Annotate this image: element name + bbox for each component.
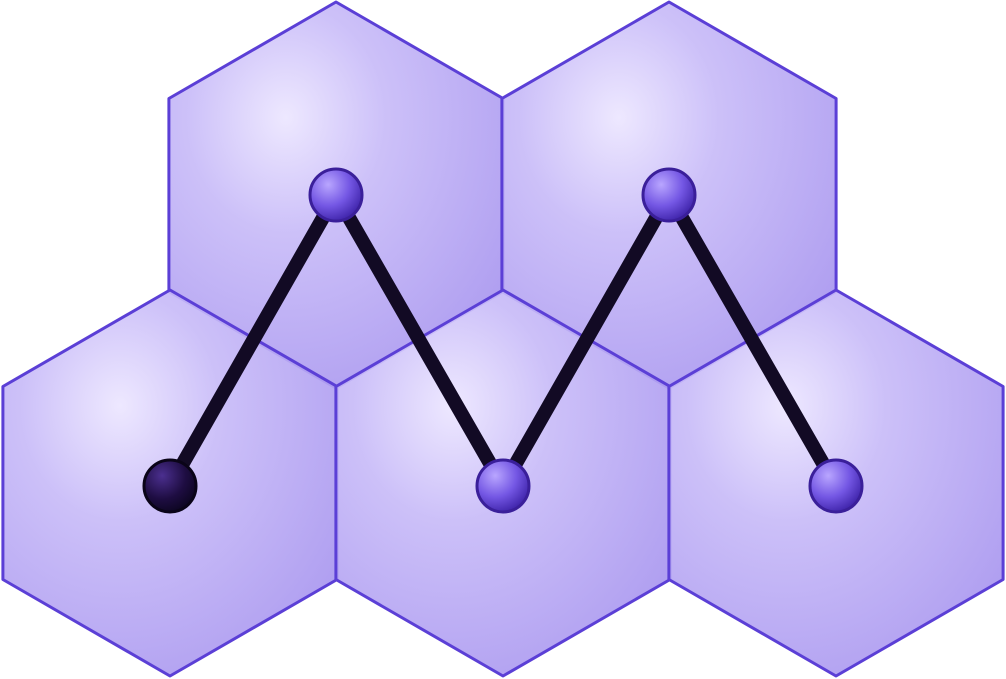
path-nodes [142,167,864,514]
path-segment [662,188,843,493]
node-2 [308,167,364,223]
zigzag-path [163,188,843,493]
node-5 [808,458,864,514]
node-4 [641,167,697,223]
node-1 [142,458,198,514]
path-segment [329,188,510,493]
node-3 [475,458,531,514]
path-segment [163,188,343,493]
path-segment [496,188,676,493]
